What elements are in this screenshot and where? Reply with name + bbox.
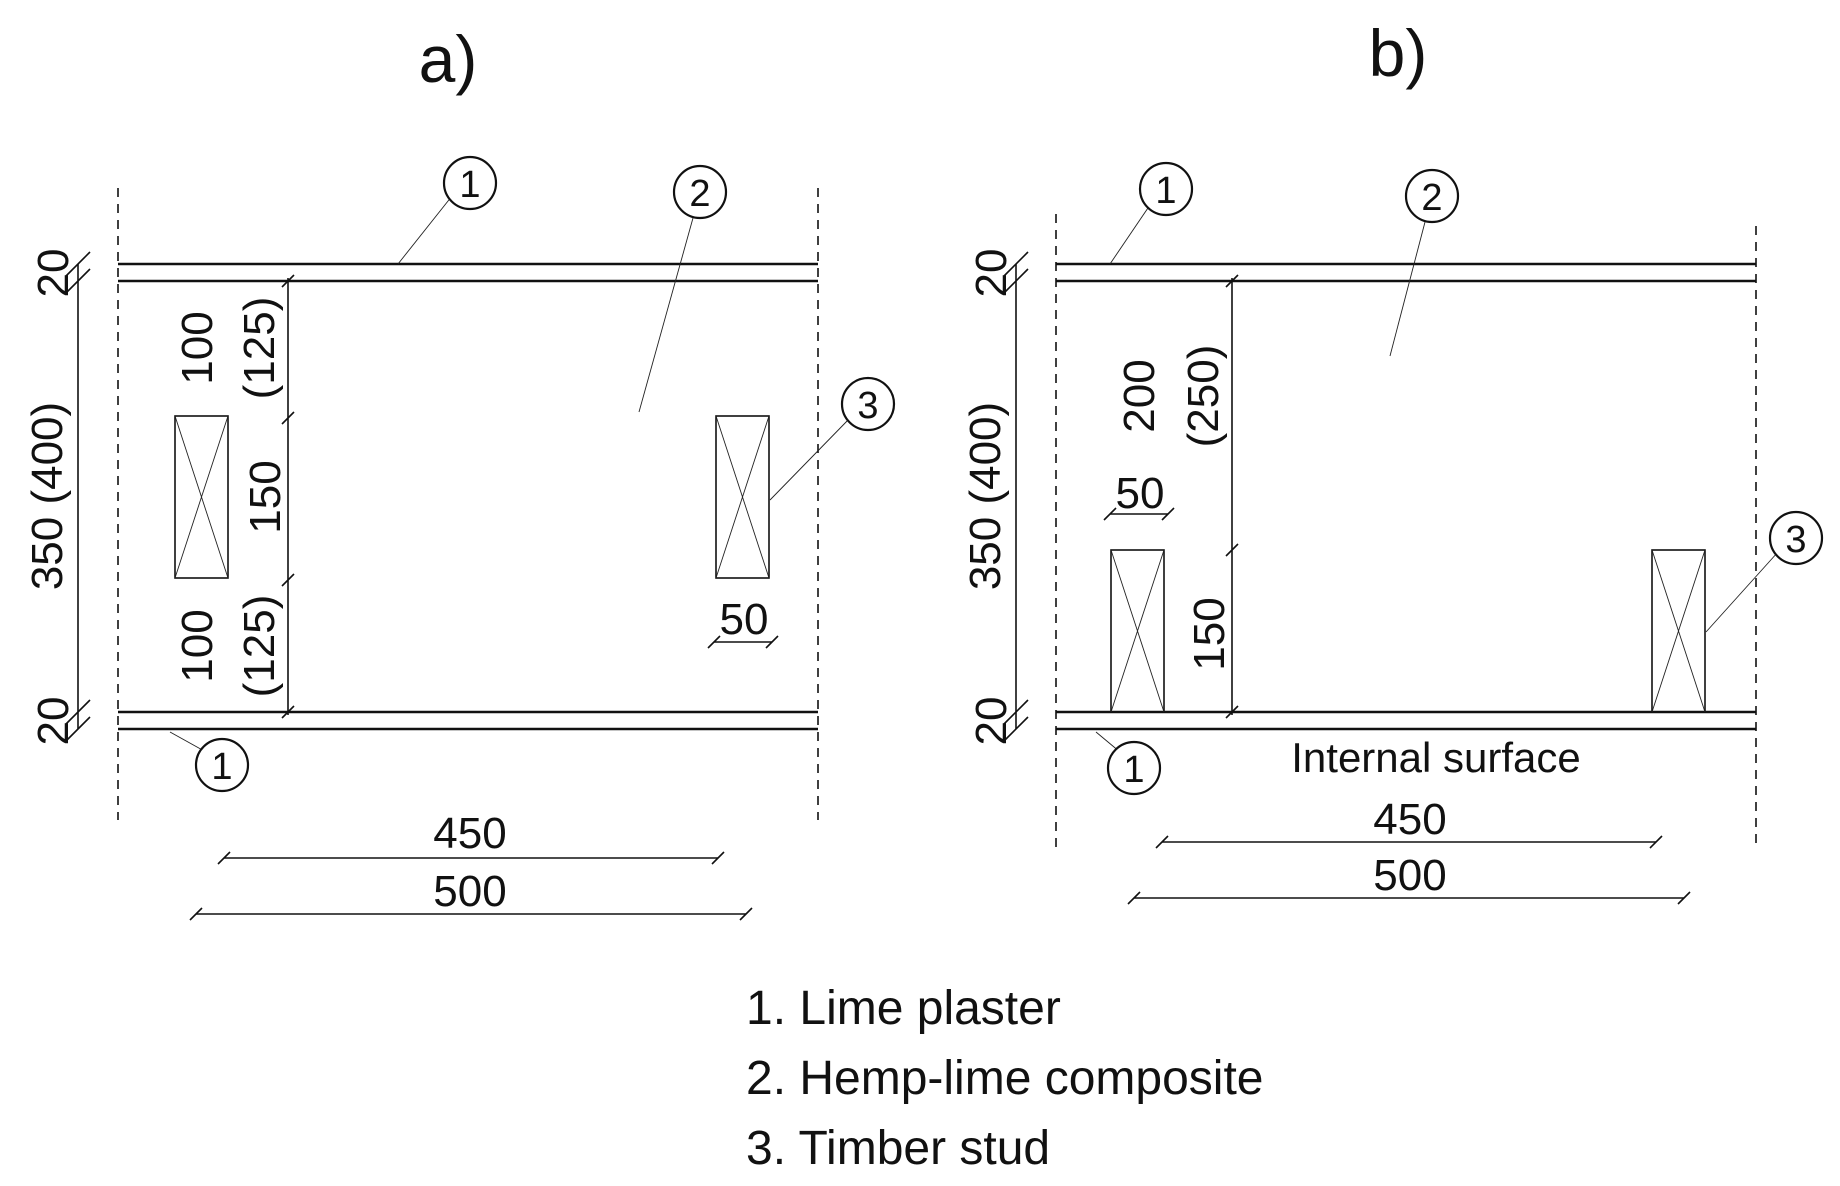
dim-panel-width — [1127, 891, 1691, 905]
callout-2 — [1404, 168, 1460, 224]
dim-top-alt: (125) — [235, 297, 284, 400]
callout-1-top — [1138, 161, 1194, 217]
leader-1-top — [1109, 204, 1151, 265]
callout-1-top-label: 1 — [1155, 170, 1176, 212]
dim-stud-width-label: 50 — [720, 595, 769, 644]
callout-3-label: 3 — [857, 385, 878, 427]
dim-top: 100 — [173, 311, 222, 384]
leader-3 — [1705, 551, 1779, 633]
panel-b-title: b) — [1369, 16, 1428, 90]
dim-plaster-bottom: 20 — [29, 697, 78, 746]
panel-a: a) 20 350 (400) 20 — [23, 22, 896, 921]
leader-3 — [769, 417, 851, 501]
timber-stud-right — [1651, 549, 1706, 713]
internal-surface-label: Internal surface — [1291, 734, 1581, 781]
dim-stud-width-label: 50 — [1116, 469, 1165, 518]
leader-1-top — [397, 195, 453, 265]
dim-stud-spacing — [217, 851, 725, 865]
callout-3 — [1768, 510, 1824, 566]
dim-width-label: 500 — [433, 867, 506, 916]
dim-plaster-bottom: 20 — [967, 697, 1016, 746]
panel-b: b) 20 350 (400) 20 — [961, 16, 1824, 905]
dim-spacing-label: 450 — [433, 809, 506, 858]
dim-bottom: 150 — [1185, 597, 1234, 670]
timber-stud-left — [174, 415, 229, 579]
dim-top: 200 — [1115, 359, 1164, 432]
dim-stud-width — [707, 635, 779, 649]
dim-spacing-label: 450 — [1373, 795, 1446, 844]
dim-top-alt: (250) — [1179, 345, 1228, 448]
dim-total-thickness — [65, 251, 91, 742]
leader-2 — [638, 217, 694, 413]
dim-total-thickness — [1003, 251, 1029, 742]
dim-total: 350 (400) — [961, 402, 1010, 590]
dim-width-label: 500 — [1373, 851, 1446, 900]
legend-item-timber-stud: 3. Timber stud — [746, 1122, 1050, 1175]
timber-stud-right — [715, 415, 770, 579]
leader-1-bottom — [169, 731, 207, 753]
callout-1-bottom — [1106, 740, 1162, 796]
dim-plaster-top: 20 — [29, 249, 78, 298]
callout-1-bottom-label: 1 — [1123, 749, 1144, 791]
callout-2-label: 2 — [1421, 177, 1442, 219]
callout-3-label: 3 — [1785, 519, 1806, 561]
legend-item-lime-plaster: 1. Lime plaster — [746, 982, 1061, 1035]
legend: 1. Lime plaster 2. Hemp-lime composite 3… — [746, 982, 1264, 1175]
callout-1-bottom-label: 1 — [211, 746, 232, 788]
panel-a-title: a) — [419, 22, 478, 96]
legend-item-hemp-lime: 2. Hemp-lime composite — [746, 1052, 1264, 1105]
dim-bottom-alt: (125) — [235, 595, 284, 698]
dim-panel-width — [189, 907, 753, 921]
timber-stud-left — [1110, 549, 1165, 713]
dim-stud-position — [1225, 274, 1239, 719]
callout-1-bottom — [194, 737, 250, 793]
dim-bottom: 100 — [173, 609, 222, 682]
callout-2 — [672, 164, 728, 220]
dim-stud-spacing — [1155, 835, 1663, 849]
callout-2-label: 2 — [689, 173, 710, 215]
dim-stud-position — [281, 274, 295, 719]
leader-2 — [1389, 221, 1426, 357]
dim-stud-width — [1103, 507, 1175, 521]
callout-1-top-label: 1 — [459, 164, 480, 206]
dim-total: 350 (400) — [23, 402, 72, 590]
callout-3 — [840, 376, 896, 432]
dim-plaster-top: 20 — [967, 249, 1016, 298]
callout-1-top — [442, 155, 498, 211]
dim-middle: 150 — [241, 460, 290, 533]
